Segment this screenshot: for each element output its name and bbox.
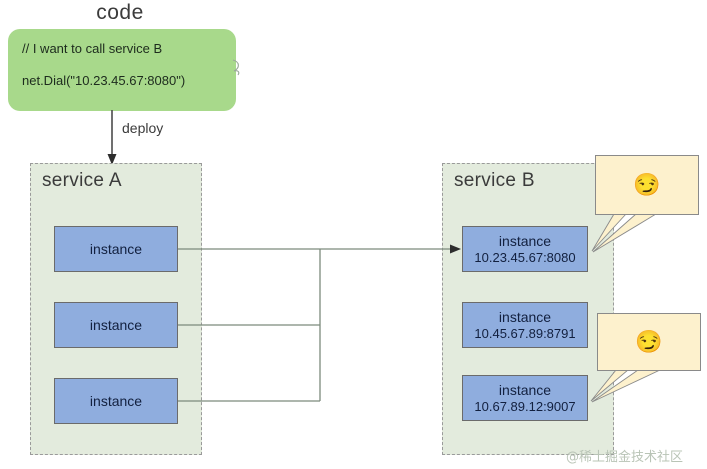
service-b-instance-3[interactable]: instance 10.67.89.12:9007 [462, 375, 588, 421]
instance-address: 10.45.67.89:8791 [474, 325, 576, 341]
callout-bubble-2: 😏 [597, 313, 701, 371]
service-b-instance-1[interactable]: instance 10.23.45.67:8080 [462, 226, 588, 272]
callout-bubble-1: 😏 [595, 155, 699, 215]
code-title: code [96, 1, 144, 24]
instance-label: instance [498, 381, 552, 398]
code-call-line: net.Dial("10.23.45.67:8080") [22, 73, 186, 88]
watermark: @稀土掘金技术社区 [566, 450, 684, 465]
instance-address: 10.67.89.12:9007 [474, 398, 576, 414]
code-box: // I want to call service B net.Dial("10… [8, 29, 236, 111]
instance-label: instance [89, 240, 143, 257]
deploy-arrow [107, 110, 117, 165]
instance-label: instance [89, 392, 143, 409]
service-a-instance-3[interactable]: instance [54, 378, 178, 424]
deploy-label: deploy [122, 120, 164, 136]
code-box-curl-decoration [232, 59, 240, 76]
service-b-title: service B [454, 170, 535, 191]
service-a-instance-1[interactable]: instance [54, 226, 178, 272]
service-b-instance-2[interactable]: instance 10.45.67.89:8791 [462, 302, 588, 348]
instance-label: instance [498, 308, 552, 325]
instance-label: instance [498, 232, 552, 249]
smirk-face-icon: 😏 [633, 172, 661, 197]
smirk-face-icon: 😏 [635, 329, 663, 354]
instance-label: instance [89, 316, 143, 333]
instance-address: 10.23.45.67:8080 [474, 249, 576, 265]
service-a-instance-2[interactable]: instance [54, 302, 178, 348]
code-comment-line: // I want to call service B [22, 41, 163, 56]
service-a-title: service A [42, 170, 122, 191]
